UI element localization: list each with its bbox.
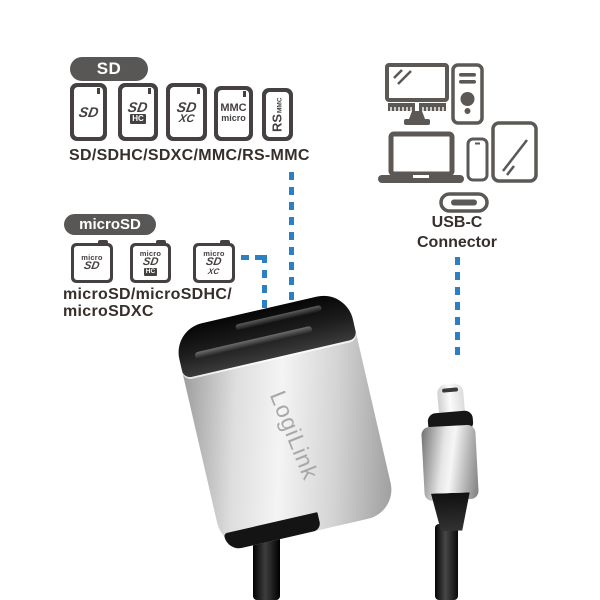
usbc-label-line2: Connector [417, 234, 497, 251]
xc-label: XC [207, 267, 221, 277]
usbc-cable [435, 524, 458, 600]
card-notch [148, 88, 151, 94]
sd-logo: SD [83, 260, 101, 273]
laptop-icon [378, 131, 464, 183]
microsd-callout-line-vertical [262, 255, 267, 309]
sd-logo: SD [175, 98, 198, 115]
sd-logo: SD [141, 256, 160, 269]
card-notch [243, 91, 246, 97]
sdhc-card-icon: SD HC [118, 83, 158, 141]
xc-label: XC [177, 112, 196, 125]
usbc-label: USB-C Connector [409, 213, 505, 253]
rs-label: RS [269, 113, 285, 132]
smartphone-icon [466, 137, 489, 182]
tablet-icon [491, 121, 538, 183]
sd-logo: SD [77, 104, 100, 120]
card-notch [98, 240, 108, 246]
rs-mmc-card-body: RS MMC [266, 92, 289, 137]
usbc-plug-contacts [441, 387, 459, 393]
microsd-card-icon: micro SD [71, 240, 113, 283]
sd-badge: SD [70, 57, 148, 81]
brand-logo: LogiLink [264, 386, 325, 484]
rs-mmc-sub: MMC [276, 97, 284, 113]
rs-mmc-card-icon: RS MMC [262, 88, 293, 141]
sd-slot [194, 325, 313, 360]
hc-chip: HC [143, 268, 158, 277]
desktop-monitor-icon [385, 63, 449, 125]
micro-label: micro [203, 248, 225, 258]
sd-callout-line [289, 172, 294, 316]
usbc-label-line1: USB-C [431, 214, 483, 231]
sdxc-card-icon: SD XC [166, 83, 207, 141]
mmc-micro-label: micro [221, 113, 246, 124]
card-notch [197, 88, 200, 94]
micro-label: micro [139, 248, 162, 258]
card-reader-device: LogiLink [172, 289, 398, 553]
card-notch [97, 88, 100, 94]
micro-label: micro [81, 252, 103, 262]
microsd-caption-line2: microSDXC [63, 303, 154, 320]
sd-logo: SD [126, 99, 150, 116]
microsd-badge: microSD [64, 214, 156, 235]
sdxc-card-body: SD XC [170, 87, 203, 137]
microsdhc-card-icon: micro SD HC [130, 240, 171, 283]
microsd-card-body: micro SD [74, 246, 110, 280]
microsd-callout-line-horizontal [241, 255, 267, 260]
rs-mmc-label-group: RS MMC [269, 97, 285, 132]
usbc-plug-housing [421, 424, 479, 502]
pc-tower-icon [451, 63, 484, 125]
hc-chip: HC [130, 114, 146, 124]
card-notch [156, 240, 166, 246]
microsdxc-card-icon: micro SD XC [193, 240, 235, 283]
card-notch [220, 240, 230, 246]
microsd-caption-line1: microSD/microSDHC/ [63, 286, 232, 303]
mmc-card-body: MMC micro [218, 90, 249, 137]
mmc-micro-card-icon: MMC micro [214, 86, 253, 141]
sd-badge-label: SD [96, 59, 122, 78]
usbc-callout-line [455, 257, 460, 361]
usb-c-port-icon [439, 192, 489, 213]
microsd-badge-label: microSD [79, 216, 141, 233]
mmc-label: MMC [220, 102, 247, 115]
sd-caption: SD/SDHC/SDXC/MMC/RS-MMC [69, 147, 310, 164]
sd-card-body: SD [74, 87, 103, 137]
sdhc-card-body: SD HC [122, 87, 154, 137]
sd-card-icon: SD [70, 83, 107, 141]
microsdxc-card-body: micro SD XC [196, 246, 232, 280]
microsdhc-card-body: micro SD HC [133, 246, 168, 280]
